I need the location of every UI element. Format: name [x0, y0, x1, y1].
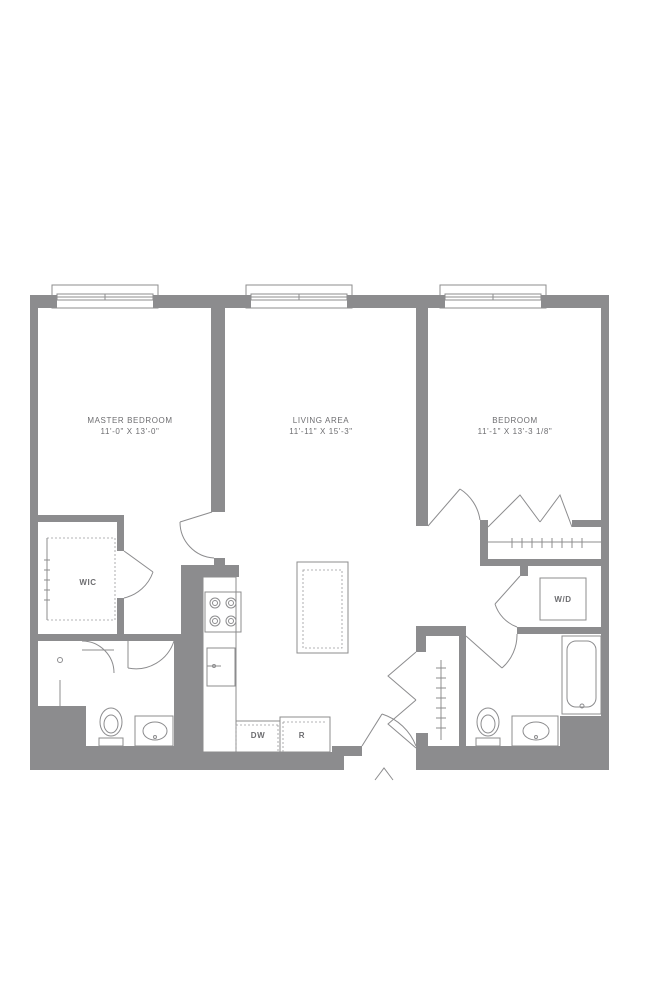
living-area-dims: 11'-11" X 15'-3"	[289, 427, 352, 436]
doors	[81, 488, 573, 781]
window-bedroom	[439, 284, 547, 309]
master-shower	[57, 657, 63, 706]
window-living	[245, 284, 353, 309]
bedroom-name: BEDROOM	[492, 416, 538, 425]
master-bedroom-name: MASTER BEDROOM	[87, 416, 172, 425]
walls	[30, 295, 609, 770]
living-area-name: LIVING AREA	[293, 416, 349, 425]
fixtures	[44, 537, 602, 753]
master-vanity	[134, 715, 174, 747]
refrigerator-label: R	[299, 731, 305, 740]
wic-shelves	[44, 537, 116, 621]
bedroom-closet-rod	[488, 538, 601, 548]
bath-toilet	[475, 707, 501, 747]
wic-label: WIC	[79, 578, 96, 587]
window-master	[51, 284, 159, 309]
master-toilet	[98, 707, 124, 747]
wd-label: W/D	[554, 595, 571, 604]
hall-closet-rod	[436, 660, 446, 740]
dishwasher-label: DW	[251, 731, 266, 740]
kitchen	[202, 561, 349, 753]
master-bedroom-dims: 11'-0" X 13'-0"	[101, 427, 160, 436]
bedroom-dims: 11'-1" X 13'-3 1/8"	[478, 427, 553, 436]
room-labels: MASTER BEDROOM 11'-0" X 13'-0" LIVING AR…	[79, 416, 571, 740]
washer-dryer	[539, 577, 587, 621]
bath-vanity	[511, 715, 559, 747]
bathtub	[561, 635, 602, 715]
windows	[51, 284, 547, 309]
